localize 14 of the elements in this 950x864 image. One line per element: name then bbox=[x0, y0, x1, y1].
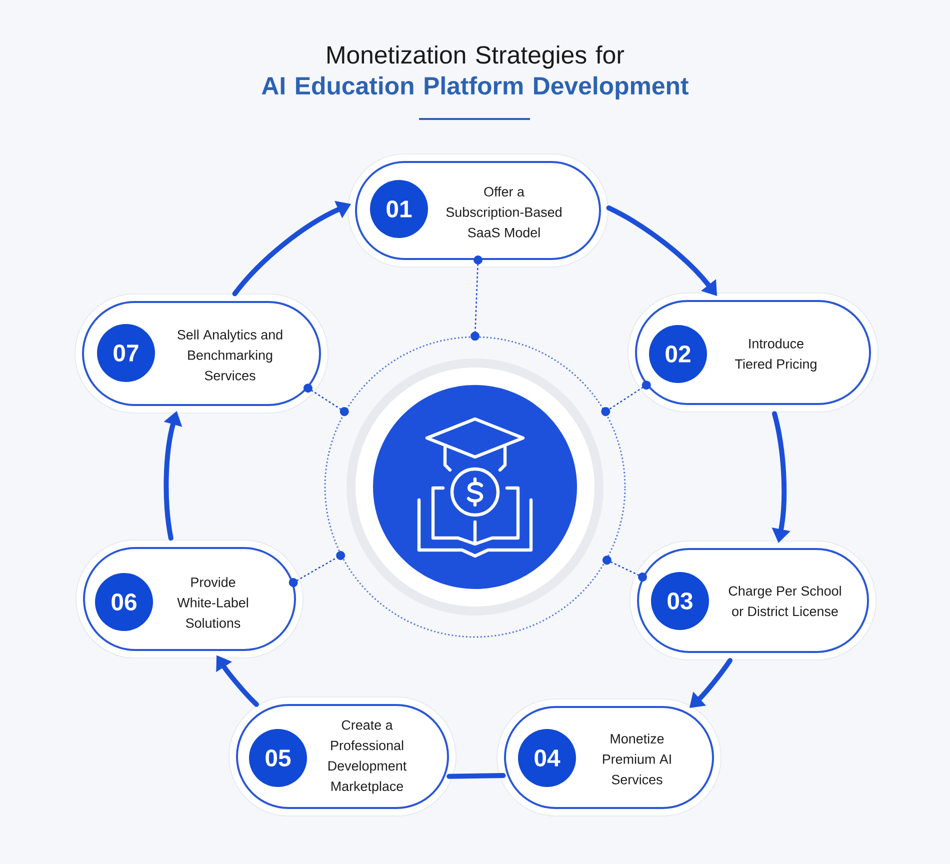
dotted-connector bbox=[602, 556, 648, 582]
step-number: 03 bbox=[651, 572, 709, 630]
dotted-connector bbox=[601, 380, 651, 416]
title: Monetization Strategies for AI Education Platform Development bbox=[262, 45, 688, 100]
step-number: 02 bbox=[649, 325, 707, 383]
step-number: 01 bbox=[370, 180, 428, 238]
step-number: 05 bbox=[249, 729, 307, 787]
dotted-connector bbox=[288, 550, 346, 588]
connector-line bbox=[446, 773, 506, 779]
step-number: 06 bbox=[95, 573, 153, 631]
dotted-connector bbox=[470, 256, 482, 341]
step-number: 07 bbox=[97, 324, 155, 382]
dotted-connector bbox=[304, 384, 349, 416]
step-number: 04 bbox=[518, 729, 576, 787]
